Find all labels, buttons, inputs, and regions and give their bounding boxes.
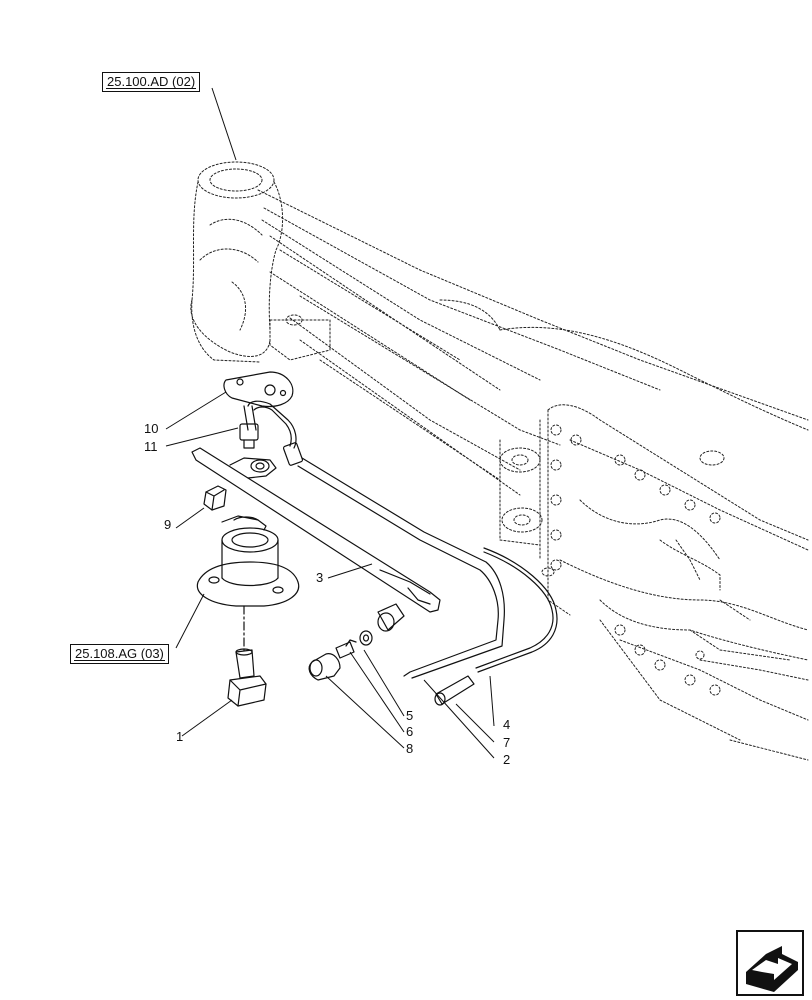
callout-5: 5	[406, 708, 414, 723]
callout-7: 7	[503, 735, 511, 750]
callout-1: 1	[176, 729, 184, 744]
callout-3: 3	[316, 570, 324, 585]
callout-2: 2	[503, 752, 511, 767]
reference-box-left[interactable]: 25.108.AG (03)	[70, 644, 169, 664]
callout-10: 10	[144, 421, 159, 436]
callout-11: 11	[144, 439, 158, 454]
axle-housing-phantom	[190, 161, 809, 761]
next-page-button[interactable]	[736, 930, 804, 996]
next-page-arrow-icon	[746, 946, 798, 992]
leader-lines	[165, 87, 495, 759]
callout-9: 9	[164, 517, 172, 532]
callout-8: 8	[406, 741, 414, 756]
callout-4: 4	[503, 717, 511, 732]
reference-box-top[interactable]: 25.100.AD (02)	[102, 72, 201, 92]
parts-solid-lines	[191, 371, 558, 707]
callout-6: 6	[406, 724, 414, 739]
